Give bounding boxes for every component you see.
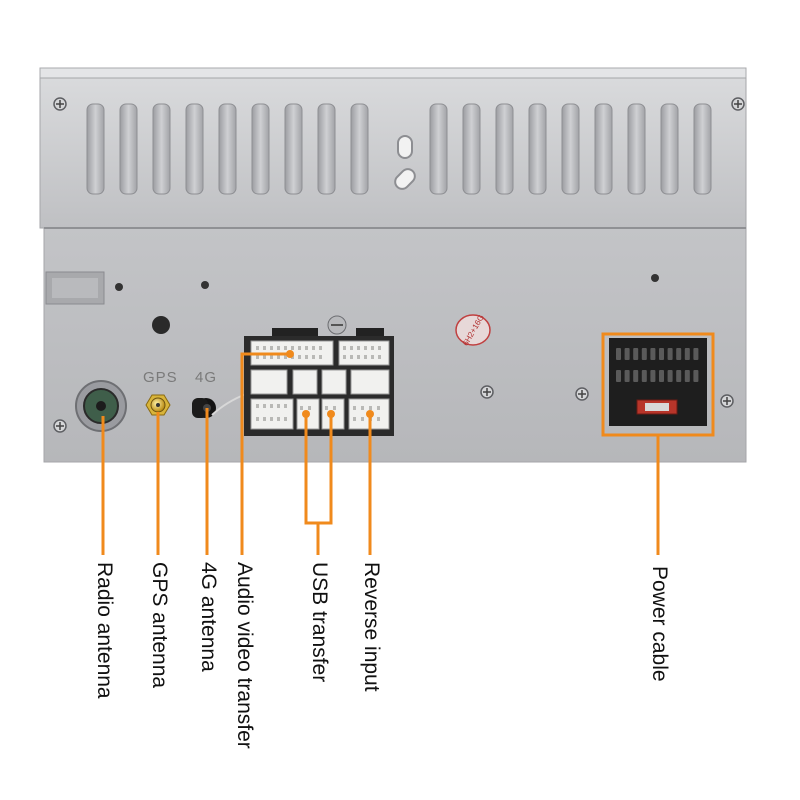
oval-punches — [394, 135, 416, 190]
reverse-callout-dot — [366, 410, 374, 418]
spec-stamp: 6H2+16G — [455, 313, 491, 347]
gps-antenna-label: GPS antenna — [148, 562, 171, 689]
vent-slot — [495, 103, 514, 195]
audio-video-transfer-label: Audio video transfer — [233, 562, 256, 749]
callout-lines — [101, 332, 715, 555]
vent-slot — [86, 103, 105, 195]
vent-slot — [660, 103, 679, 195]
vent-slot — [693, 103, 712, 195]
vent-slot — [218, 103, 237, 195]
usb-callout-dot-2 — [327, 410, 335, 418]
mounting-holes — [115, 274, 659, 334]
vent-slot — [462, 103, 481, 195]
radio-antenna-socket — [75, 380, 127, 432]
power-cable-label: Power cable — [648, 566, 671, 682]
vent-slots — [86, 103, 712, 195]
vent-slot — [152, 103, 171, 195]
reverse-input-label: Reverse input — [360, 562, 383, 692]
gps-printed-label: GPS — [143, 369, 178, 386]
power-connector — [609, 338, 707, 426]
4g-printed-label: 4G — [195, 369, 217, 386]
gps-antenna-socket — [145, 394, 171, 416]
vent-slot — [528, 103, 547, 195]
vent-slot — [185, 103, 204, 195]
multi-connector-block — [244, 315, 394, 436]
vent-slot — [627, 103, 646, 195]
vent-slot — [429, 103, 448, 195]
vent-slot — [119, 103, 138, 195]
usb-callout-dot-1 — [302, 410, 310, 418]
radio-antenna-label: Radio antenna — [93, 562, 116, 699]
vent-slot — [350, 103, 369, 195]
vent-slot — [251, 103, 270, 195]
av-callout-line — [240, 352, 290, 555]
vent-slot — [284, 103, 303, 195]
vent-slot — [594, 103, 613, 195]
vent-slot — [317, 103, 336, 195]
screws — [53, 97, 745, 433]
vent-slot — [561, 103, 580, 195]
usb-transfer-label: USB transfer — [308, 562, 331, 683]
4g-antenna-label: 4G antenna — [197, 562, 220, 672]
av-callout-dot — [286, 350, 294, 358]
